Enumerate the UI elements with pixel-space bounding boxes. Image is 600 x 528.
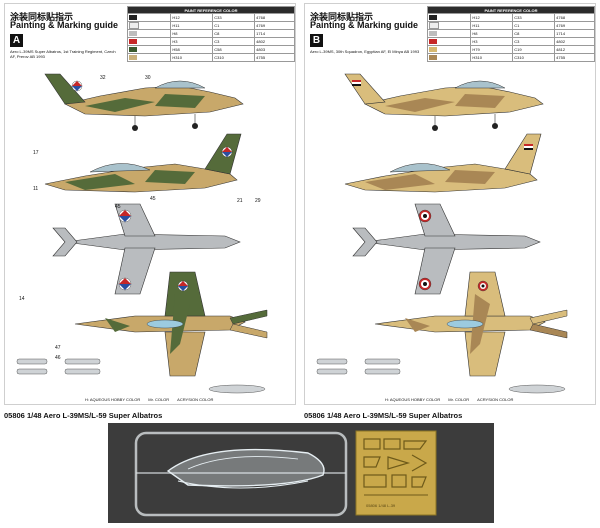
aircraft-bottom-view — [52, 203, 241, 295]
table-cell: 4755 — [254, 53, 295, 62]
aircraft-drawings-a: 32 30 17 11 45 47 46 14 45 21 29 — [16, 73, 268, 394]
aircraft-side-view-lower — [344, 133, 542, 193]
callout-label: 45 — [150, 196, 156, 202]
color-swatch — [429, 15, 437, 21]
color-swatch — [129, 55, 137, 61]
color-swatch — [129, 31, 137, 37]
scheme-caption: Aero L-39MS, 30th Squadron, Egyptian AF,… — [310, 49, 420, 54]
aircraft-drawings-b — [316, 73, 568, 394]
callout-label: 32 — [100, 75, 106, 81]
parts-photo: 05806 1/48 L-39 — [108, 423, 494, 523]
external-stores — [316, 358, 566, 394]
scheme-caption: Aero L-39MS Super Albatros, 1st Training… — [10, 49, 116, 59]
callout-label: 45 — [115, 204, 121, 210]
callout-label: 46 — [55, 355, 61, 361]
callout-label: 14 — [19, 296, 25, 302]
table-cell: C310 — [212, 53, 256, 62]
sheet-title-chinese: 涂装同标贴指示 — [310, 12, 374, 22]
part-callouts: 32 30 17 11 45 47 46 14 45 21 29 — [19, 75, 261, 361]
callout-label: 47 — [55, 345, 61, 351]
scheme-letter: B — [310, 34, 323, 47]
legend-hobby: H: AQUEOUS HOBBY COLOR — [85, 397, 141, 402]
color-swatch — [429, 31, 437, 37]
legend-acrysion: ACRYSION COLOR — [477, 397, 514, 402]
legend-mr-color: Mr. COLOR — [148, 397, 170, 402]
callout-label: 11 — [33, 186, 38, 192]
color-swatch — [129, 22, 139, 29]
callout-label: 21 — [237, 198, 243, 204]
kit-title-a: 05806 1/48 Aero L-39MS/L-59 Super Albatr… — [4, 411, 163, 420]
external-stores — [16, 358, 266, 394]
aircraft-top-view — [374, 271, 568, 377]
table-cell: 4755 — [554, 53, 595, 62]
sheet-title-chinese: 涂装同标贴指示 — [10, 12, 74, 22]
color-legend: H: AQUEOUS HOBBY COLOR Mr. COLOR ACRYSIO… — [385, 397, 513, 402]
callout-label: 17 — [33, 150, 39, 156]
kit-title-b: 05806 1/48 Aero L-39MS/L-59 Super Albatr… — [304, 411, 463, 420]
callout-label: 30 — [145, 75, 151, 81]
marking-sheet-a: 涂装同标贴指示 Painting & Marking guide A Aero … — [4, 3, 296, 405]
legend-acrysion: ACRYSION COLOR — [177, 397, 214, 402]
sheet-title: Painting & Marking guide — [310, 20, 419, 30]
marking-sheet-b: 涂装同标贴指示 Painting & Marking guide B Aero … — [304, 3, 596, 405]
clear-parts-sprue: 05806 1/48 L-39 — [134, 430, 437, 517]
table-cell: C310 — [512, 53, 556, 62]
fret-label: 05806 1/48 L-39 — [366, 503, 396, 508]
callout-label: 29 — [255, 198, 261, 204]
color-swatch — [129, 47, 137, 53]
aircraft-side-view-lower — [44, 133, 242, 193]
sheet-title: Painting & Marking guide — [10, 20, 119, 30]
color-swatch — [429, 39, 437, 45]
color-swatch — [129, 39, 137, 45]
color-swatch — [429, 47, 437, 53]
aircraft-bottom-view — [352, 203, 541, 295]
aircraft-side-view-upper — [44, 73, 244, 131]
aircraft-side-view-upper — [344, 73, 544, 131]
canopy-part — [166, 448, 325, 487]
legend-mr-color: Mr. COLOR — [448, 397, 470, 402]
color-swatch — [429, 55, 437, 61]
legend-hobby: H: AQUEOUS HOBBY COLOR — [385, 397, 441, 402]
aircraft-top-view — [74, 271, 268, 377]
scheme-letter: A — [10, 34, 23, 47]
color-legend: H: AQUEOUS HOBBY COLOR Mr. COLOR ACRYSIO… — [85, 397, 213, 402]
table-cell: H310 — [170, 53, 214, 62]
color-swatch — [429, 22, 439, 29]
color-swatch — [129, 15, 137, 21]
